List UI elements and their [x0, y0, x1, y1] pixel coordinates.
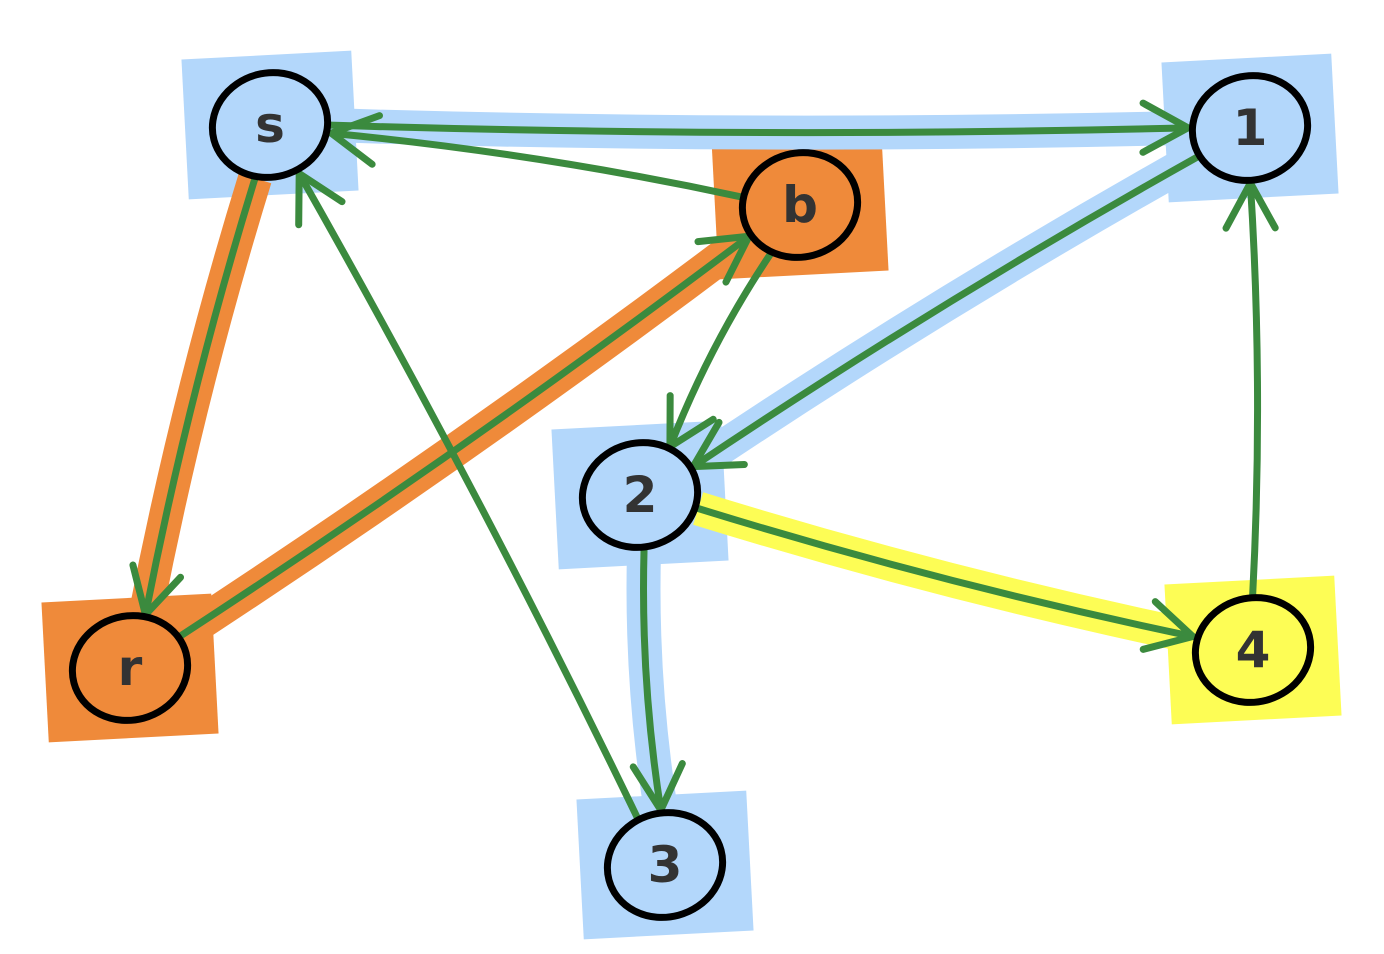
node-label: 1 — [1233, 99, 1268, 157]
edge-3-to-s — [295, 170, 641, 820]
edge-1-to-2 — [689, 152, 1203, 471]
node-circle — [1191, 594, 1315, 706]
node-circle — [1188, 72, 1312, 184]
node-1[interactable]: 1 — [1181, 63, 1320, 193]
edge-b-to-2 — [666, 249, 775, 451]
arrowhead-b-to-s — [327, 112, 383, 168]
node-3[interactable]: 3 — [596, 800, 735, 930]
node-r[interactable]: r — [61, 603, 200, 733]
node-label: 2 — [623, 466, 658, 524]
node-circle — [208, 69, 332, 181]
arrowhead-2-to-4 — [1139, 598, 1197, 653]
node-layer: s 1 b 2 4 r 3 — [61, 60, 1323, 930]
node-2[interactable]: 2 — [571, 430, 710, 560]
edge-4-to-1 — [1246, 179, 1262, 599]
node-circle — [738, 149, 862, 261]
edge-r-to-b — [175, 232, 753, 641]
node-b[interactable]: b — [731, 140, 870, 270]
node-circle — [603, 809, 727, 921]
edge-2-to-4 — [694, 504, 1197, 641]
node-circle — [578, 439, 702, 551]
arrowhead-3-to-s — [295, 170, 346, 229]
edge-b-to-s — [327, 129, 745, 201]
node-label: 4 — [1236, 621, 1271, 679]
node-label: r — [118, 639, 143, 697]
node-label: s — [255, 96, 285, 154]
node-s[interactable]: s — [201, 60, 340, 190]
edge-2-to-3 — [640, 546, 665, 814]
node-label: 3 — [648, 836, 683, 894]
edge-s-to-1 — [326, 121, 1192, 137]
node-circle — [68, 612, 192, 724]
edge-s-to-r — [141, 174, 259, 619]
edge-layer — [129, 99, 1279, 820]
node-4[interactable]: 4 — [1184, 585, 1323, 715]
node-label: b — [782, 176, 818, 234]
arrowhead-s-to-1 — [1139, 99, 1192, 156]
